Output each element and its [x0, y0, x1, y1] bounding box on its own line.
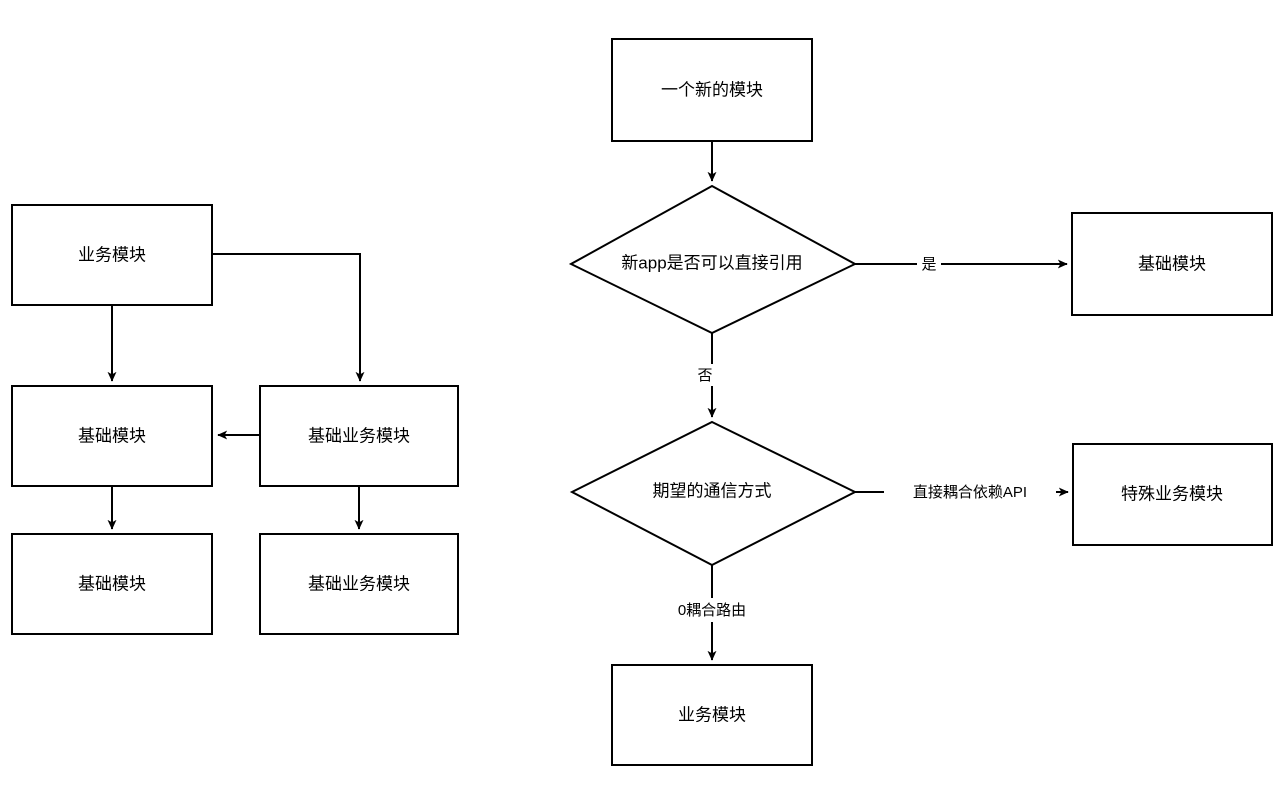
node-left-base-module-leaf[interactable]: 基础模块 — [11, 533, 213, 635]
node-right-base-module[interactable]: 基础模块 — [1071, 212, 1273, 316]
node-box — [11, 204, 213, 306]
left-dependency-diagram: 业务模块 基础模块 基础业务模块 基础模块 基础业务模块 — [11, 204, 459, 635]
node-left-base-module[interactable]: 基础模块 — [11, 385, 213, 487]
decision-diamond — [569, 420, 858, 567]
node-label: 基础业务模块 — [308, 574, 410, 593]
edge-l1-to-l3 — [212, 253, 365, 382]
node-label: 特殊业务模块 — [1121, 484, 1223, 503]
decision-can-new-app-reference-directly[interactable]: 新app是否可以直接引用 — [568, 184, 858, 335]
edge-label-no: 否 — [697, 367, 712, 384]
node-right-business-module[interactable]: 业务模块 — [611, 664, 813, 766]
edge-label-zero-coupling-route: 0耦合路由 — [678, 602, 746, 619]
node-label: 基础业务模块 — [308, 426, 410, 445]
node-label: 一个新的模块 — [661, 80, 763, 99]
decision-desired-communication-method[interactable]: 期望的通信方式 — [569, 420, 858, 567]
node-box — [611, 664, 813, 766]
edge-label-direct-api: 直接耦合依赖API — [913, 484, 1027, 501]
node-special-business-module[interactable]: 特殊业务模块 — [1072, 443, 1273, 546]
edge-label-backdrop — [884, 480, 1056, 504]
node-new-module[interactable]: 一个新的模块 — [611, 38, 813, 142]
node-label: 新app是否可以直接引用 — [621, 253, 802, 272]
node-label: 基础模块 — [78, 574, 146, 593]
edge-label-yes: 是 — [921, 256, 936, 273]
node-label: 期望的通信方式 — [653, 481, 772, 500]
node-label: 业务模块 — [78, 245, 146, 264]
right-decision-diagram: 是 否 直接耦合依赖API 0耦合路由 一个新的模块 新app是否可以直接引用 — [568, 38, 1273, 766]
node-box — [11, 385, 213, 487]
node-label: 基础模块 — [78, 426, 146, 445]
node-box — [1071, 212, 1273, 316]
decision-diamond — [568, 184, 858, 335]
node-box — [259, 385, 459, 487]
edge-label-backdrop — [917, 252, 941, 276]
node-label: 基础模块 — [1138, 254, 1206, 273]
node-box — [259, 533, 459, 635]
edge-label-backdrop — [658, 598, 766, 622]
node-box — [1072, 443, 1273, 546]
edge-label-backdrop — [694, 364, 716, 386]
node-box — [611, 38, 813, 142]
node-left-base-business-module[interactable]: 基础业务模块 — [259, 385, 459, 487]
node-box — [11, 533, 213, 635]
node-label: 业务模块 — [678, 705, 746, 724]
node-left-business-module[interactable]: 业务模块 — [11, 204, 213, 306]
node-left-base-business-module-leaf[interactable]: 基础业务模块 — [259, 533, 459, 635]
